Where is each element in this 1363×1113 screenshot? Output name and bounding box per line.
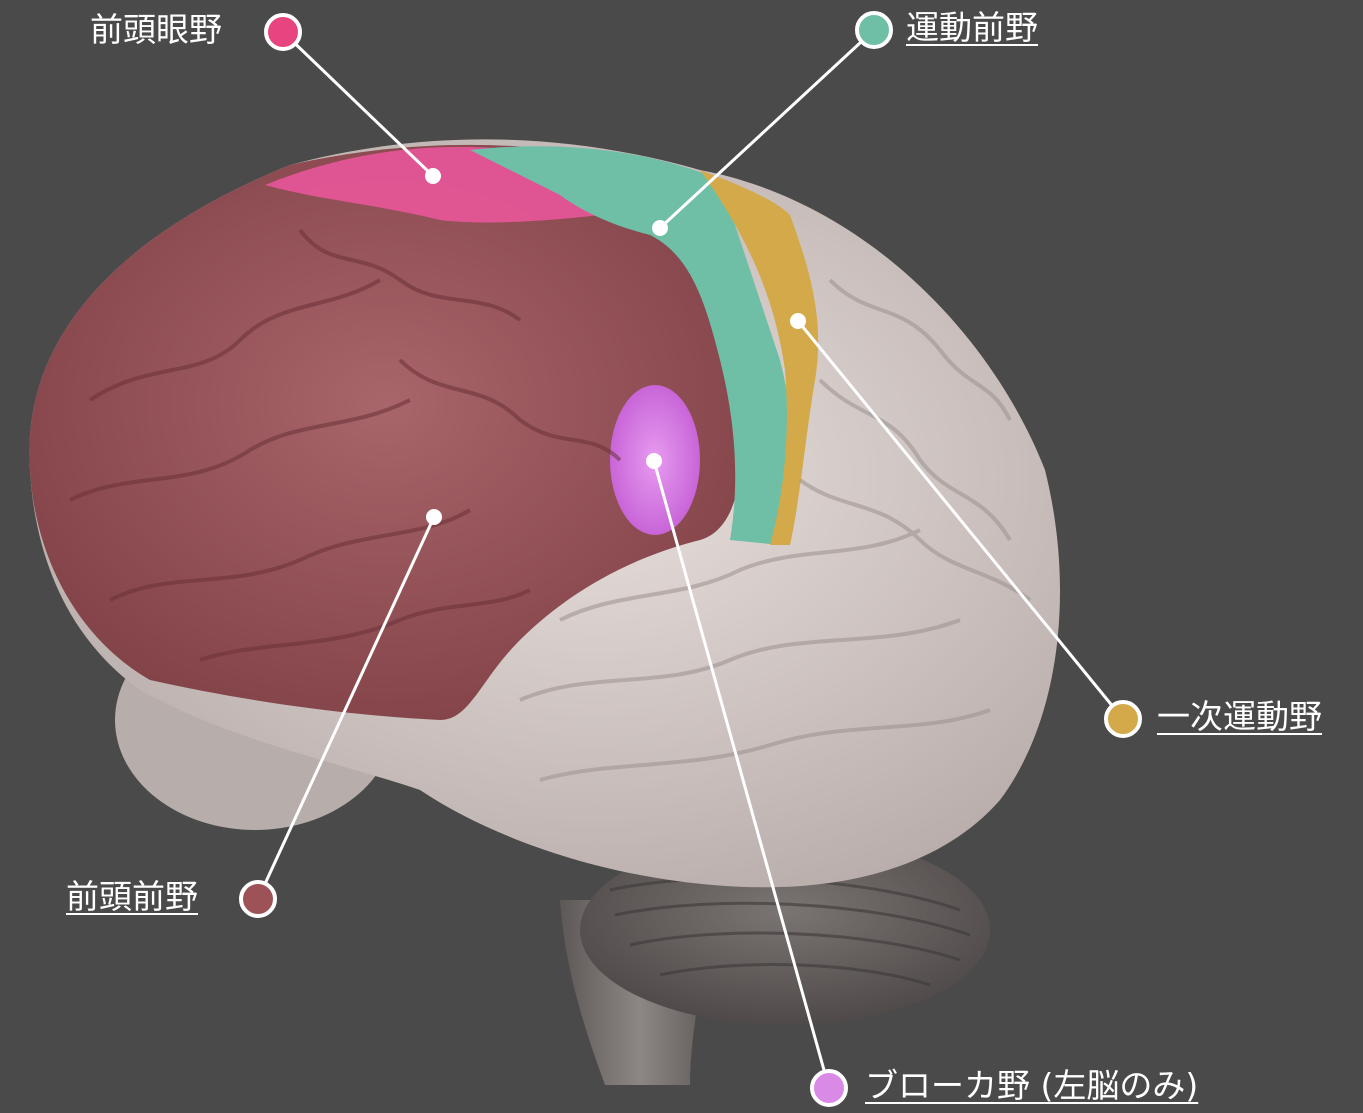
- primary-motor-region: [700, 170, 819, 545]
- premotor-cortex-marker: [855, 11, 893, 49]
- endpoint-dots: [425, 168, 806, 525]
- leader-lines: [256, 28, 1125, 1089]
- label-premotor-cortex[interactable]: 運動前野: [906, 8, 1038, 47]
- label-markers: [239, 11, 1142, 1107]
- frontal-lobe: [29, 144, 742, 720]
- premotor-region: [470, 146, 794, 545]
- label-primary-motor-cortex[interactable]: 一次運動野: [1157, 697, 1322, 736]
- label-prefrontal-cortex[interactable]: 前頭前野: [66, 877, 198, 916]
- label-broca-area[interactable]: ブローカ野 (左脳のみ): [865, 1066, 1199, 1105]
- primary-motor-cortex-marker: [1104, 700, 1142, 738]
- broca-area-marker: [810, 1069, 848, 1107]
- label-frontal-eye-field: 前頭眼野: [90, 10, 222, 49]
- prefrontal-cortex-marker: [239, 880, 277, 918]
- frontal-eye-field-marker: [264, 13, 302, 51]
